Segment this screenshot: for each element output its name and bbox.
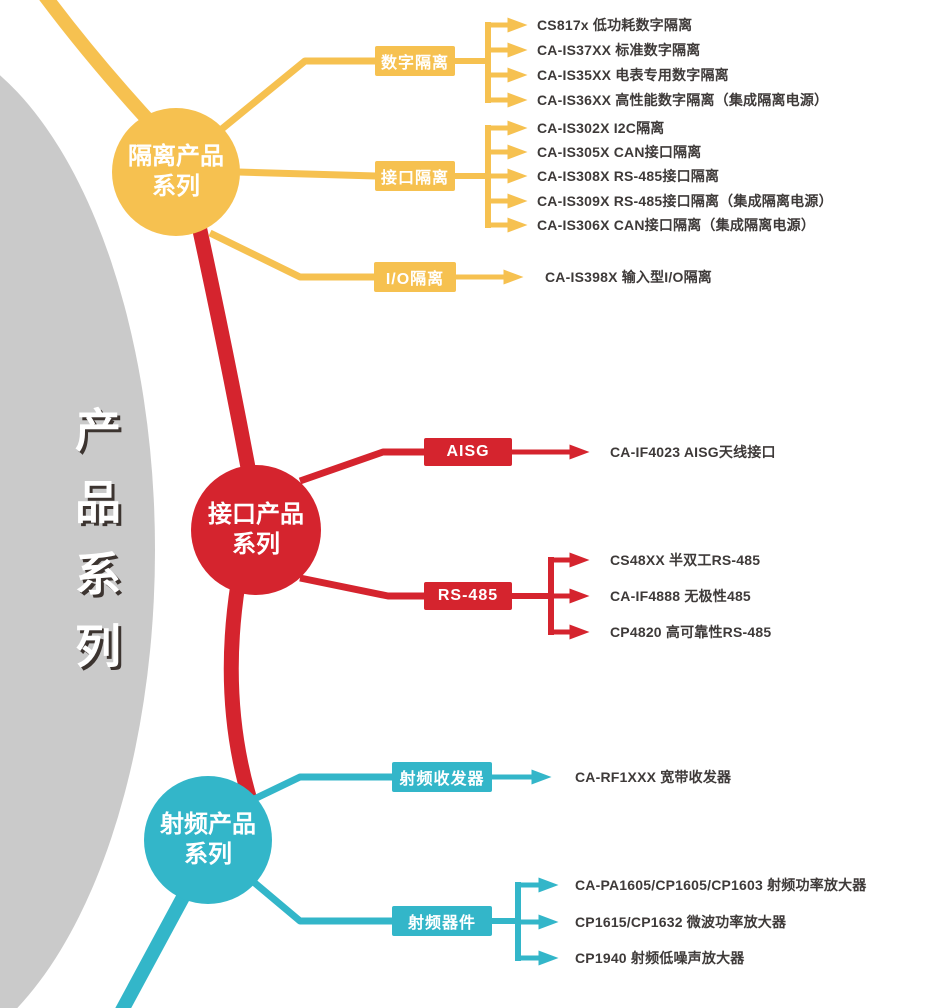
product-item: CA-IS306X CAN接口隔离（集成隔离电源）	[537, 217, 816, 233]
product-item: CA-IS37XX 标准数字隔离	[537, 42, 701, 58]
circle-label-line1: 射频产品	[160, 811, 256, 838]
product-item: CS817x 低功耗数字隔离	[537, 17, 693, 33]
product-item: CP4820 高可靠性RS-485	[610, 624, 772, 640]
category-interface-isolation: 接口隔离	[375, 161, 455, 191]
product-item: CA-IF4023 AISG天线接口	[610, 444, 776, 460]
product-item: CA-PA1605/CP1605/CP1603 射频功率放大器	[575, 877, 867, 893]
product-item: CA-IS36XX 高性能数字隔离（集成隔离电源）	[537, 92, 829, 108]
isolation-links	[208, 17, 528, 285]
category-rf-devices: 射频器件	[392, 906, 492, 936]
interface-links	[298, 444, 590, 640]
category-rs485: RS-485	[424, 582, 512, 610]
product-item: CA-IS308X RS-485接口隔离	[537, 168, 720, 184]
product-item: CA-IS305X CAN接口隔离	[537, 144, 702, 160]
product-item: CA-IS302X I2C隔离	[537, 120, 665, 136]
product-item: CA-IS398X 输入型I/O隔离	[545, 269, 712, 285]
rf-circle-node: 射频产品 系列	[144, 776, 272, 904]
circle-label-line1: 隔离产品	[128, 143, 224, 170]
product-item: CA-IS309X RS-485接口隔离（集成隔离电源）	[537, 193, 833, 209]
interface-circle-node: 接口产品 系列	[191, 465, 321, 595]
product-item: CS48XX 半双工RS-485	[610, 552, 761, 568]
category-rf-transceiver: 射频收发器	[392, 762, 492, 792]
root-title: 产品系列	[69, 406, 121, 694]
product-item: CA-IF4888 无极性485	[610, 588, 751, 604]
circle-label-line2: 系列	[232, 531, 280, 558]
isolation-circle-node: 隔离产品 系列	[112, 108, 240, 236]
product-item: CA-RF1XXX 宽带收发器	[575, 769, 732, 785]
category-digital-isolation: 数字隔离	[375, 46, 455, 76]
product-item: CP1940 射频低噪声放大器	[575, 950, 745, 966]
rf-links	[247, 769, 559, 966]
product-item: CA-IS35XX 电表专用数字隔离	[537, 67, 729, 83]
circle-label-line2: 系列	[152, 173, 200, 200]
category-io-isolation: I/O隔离	[374, 262, 456, 292]
category-aisg: AISG	[424, 438, 512, 466]
product-item: CP1615/CP1632 微波功率放大器	[575, 914, 787, 930]
circle-label-line1: 接口产品	[208, 501, 304, 528]
circle-label-line2: 系列	[184, 841, 232, 868]
